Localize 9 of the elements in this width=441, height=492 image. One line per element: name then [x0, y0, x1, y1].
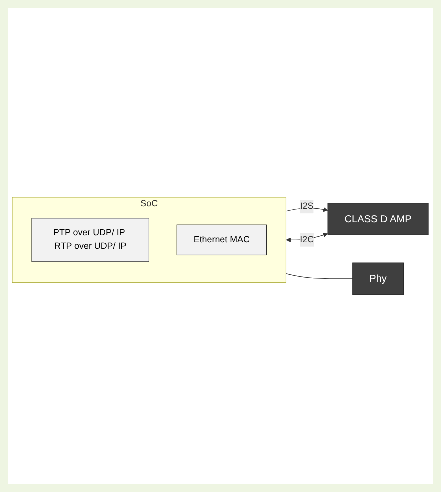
edge-label: I2S — [300, 202, 314, 212]
node-box — [352, 262, 404, 295]
edge-label: I2C — [300, 234, 314, 244]
connector — [286, 273, 354, 280]
cluster — [12, 197, 286, 283]
diagram-background: I2S I2C SoC PTP over UDP/ IP RTP over UDP/ IP Ethernet MAC CLASS D AMP Phy — [8, 8, 433, 484]
node-box — [176, 224, 267, 256]
node-box — [32, 218, 150, 262]
node-box — [328, 202, 429, 236]
